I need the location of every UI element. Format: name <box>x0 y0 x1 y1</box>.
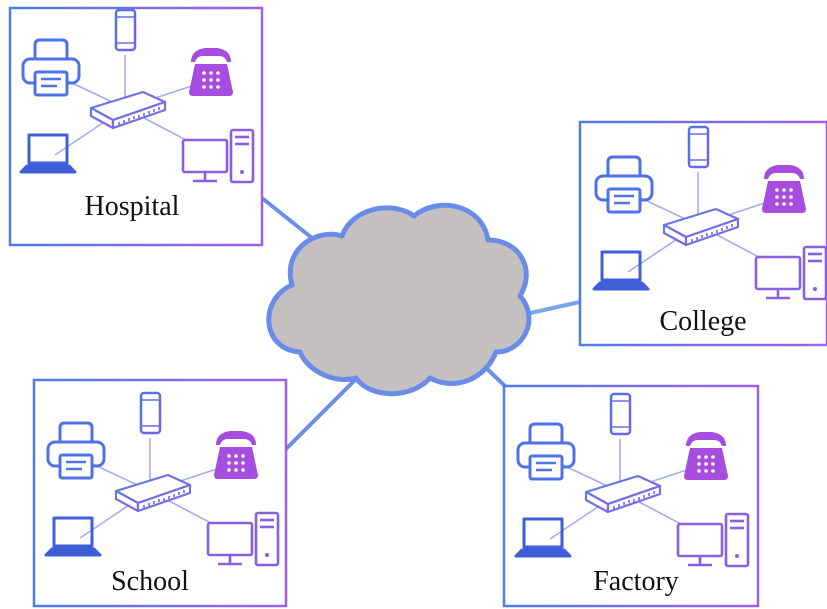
node-school: School <box>32 378 288 608</box>
node-label-school: School <box>111 566 189 597</box>
node-label-factory: Factory <box>593 566 679 597</box>
node-label-hospital: Hospital <box>85 191 180 222</box>
link-school-cloud <box>283 378 357 452</box>
node-college: College <box>578 120 827 347</box>
node-hospital: Hospital <box>8 6 264 247</box>
internet-cloud <box>266 202 532 397</box>
link-hospital-cloud <box>260 196 314 240</box>
node-label-college: College <box>659 306 746 337</box>
node-factory: Factory <box>502 384 760 608</box>
